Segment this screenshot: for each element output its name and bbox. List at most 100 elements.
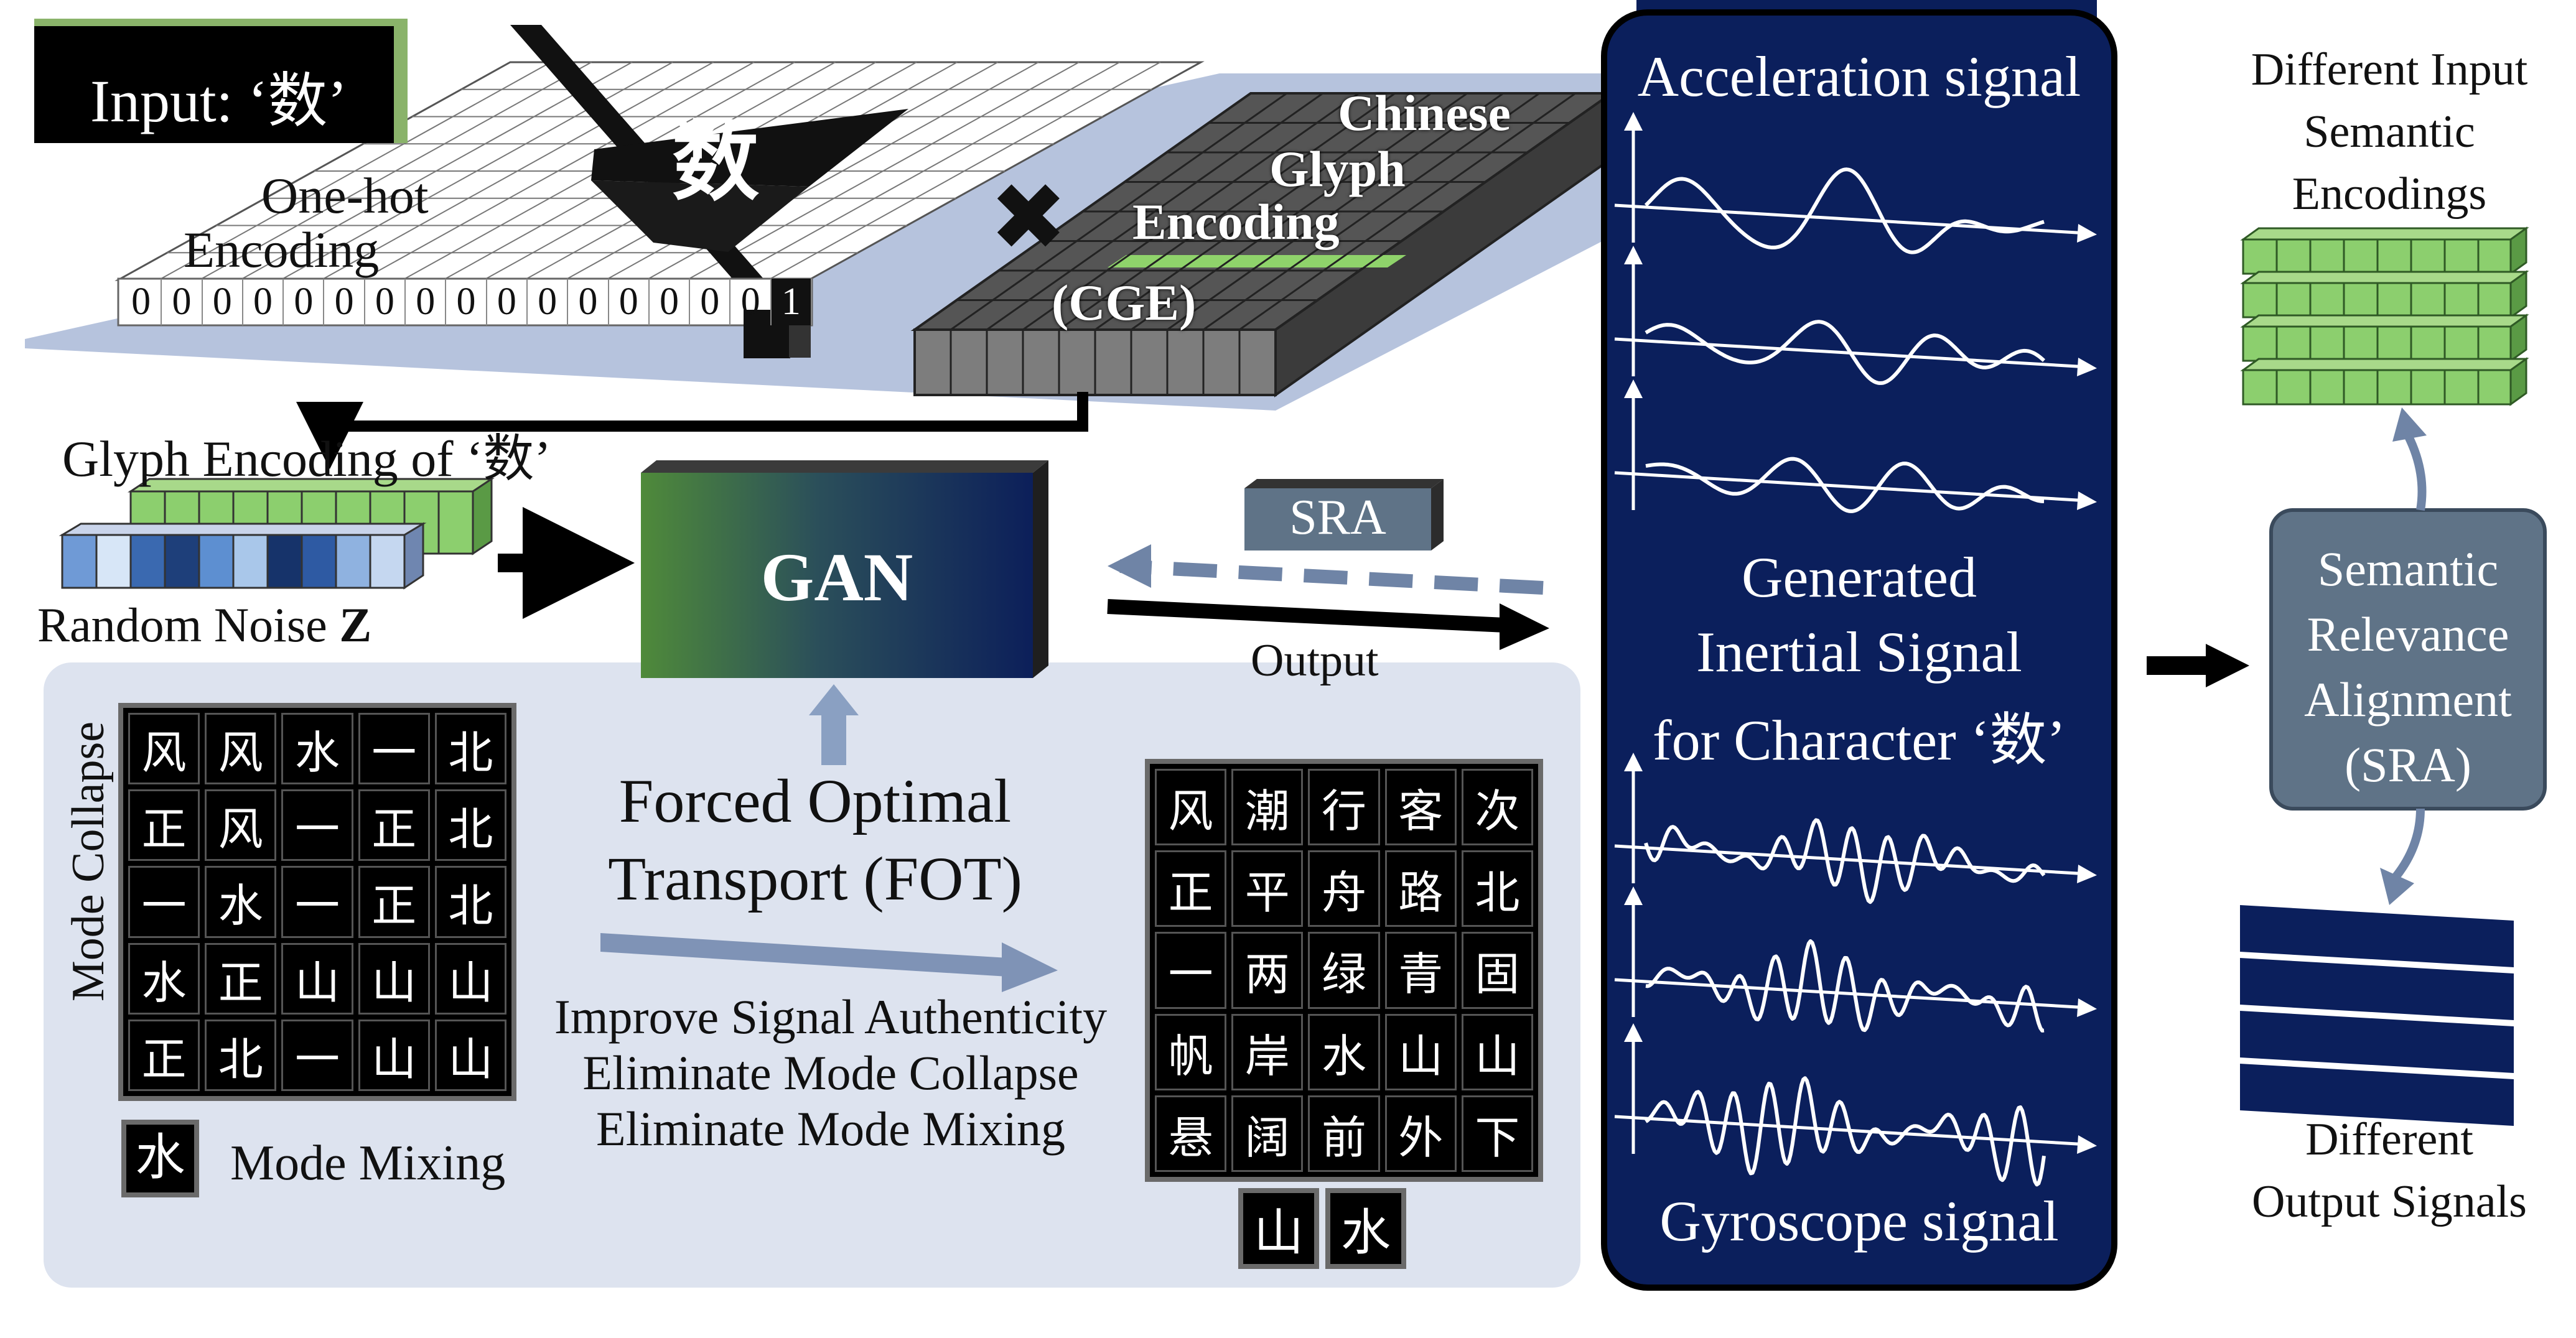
onehot-digit: 0 <box>324 279 365 325</box>
input-sem-line1: Different Input <box>2251 44 2528 95</box>
signal-wave <box>1645 320 2046 385</box>
mode-collapse-cell: 水 <box>281 713 353 785</box>
onehot-matrix-char: 数 <box>672 112 760 213</box>
mode-collapse-cell: 风 <box>205 789 277 862</box>
output-grid-cell: 路 <box>1384 850 1457 927</box>
input-sem-line2: Semantic <box>2303 106 2475 157</box>
output-signal-stack <box>2240 905 2514 1126</box>
output-grid-cell: 阔 <box>1231 1095 1304 1172</box>
cge-label-line3: Encoding <box>1132 193 1340 250</box>
mode-collapse-cell: 正 <box>128 1019 200 1091</box>
output-grid-cell: 固 <box>1461 932 1533 1009</box>
onehot-digit-row <box>117 277 813 327</box>
gan-output-arrow <box>1107 599 1506 633</box>
output-grid-cell: 前 <box>1308 1095 1380 1172</box>
sra-to-input-arrow <box>2404 433 2427 511</box>
fot-benefit-1: Improve Signal Authenticity <box>554 990 1108 1044</box>
mode-collapse-cell: 水 <box>128 942 200 1015</box>
output-extra-cell: 山 <box>1238 1188 1319 1269</box>
sra-line2: Relevance <box>2307 607 2509 661</box>
sra-to-output-arrow <box>2392 808 2425 880</box>
out-line2: Output Signals <box>2252 1176 2527 1227</box>
output-grid-cell: 帆 <box>1155 1013 1227 1090</box>
acc-title: Acceleration signal <box>1637 45 2081 108</box>
output-grid-cell: 两 <box>1231 932 1304 1009</box>
mode-collapse-cell: 山 <box>358 942 430 1015</box>
cge-label-line2: Glyph <box>1269 141 1406 197</box>
mode-collapse-grid: 风风水一北正风一正北一水一正北水正山山山正北一山山 <box>118 703 516 1101</box>
glyph-encoding-label: Glyph Encoding of ‘数’ <box>62 430 551 487</box>
output-grid-cell: 外 <box>1384 1095 1457 1172</box>
sra-feedback-arrow <box>1119 559 1544 595</box>
mode-collapse-cell: 山 <box>281 942 353 1015</box>
output-extra-glyphs: 山水 <box>1238 1188 1425 1269</box>
output-grid-cell: 岸 <box>1231 1013 1304 1090</box>
fot-title-line1: Forced Optimal <box>618 766 1012 835</box>
sra-small-label: SRA <box>1289 490 1386 545</box>
onehot-digit: 1 <box>771 279 813 325</box>
sra-line4: (SRA) <box>2345 738 2471 792</box>
onehot-label-line1: One-hot <box>261 167 429 224</box>
output-glyph-grid: 风潮行客次正平舟路北一两绿青固帆岸水山山悬阔前外下 <box>1145 759 1543 1182</box>
mode-collapse-cell: 北 <box>205 1019 277 1091</box>
input-box: Input: ‘数’ <box>34 19 408 143</box>
output-extra-cell: 水 <box>1325 1188 1406 1269</box>
mode-collapse-cell: 风 <box>205 713 277 785</box>
output-grid-cell: 一 <box>1155 932 1227 1009</box>
mode-collapse-label: Mode Collapse <box>63 721 114 1001</box>
onehot-digit: 0 <box>609 279 650 325</box>
sra-line1: Semantic <box>2317 542 2499 596</box>
mode-collapse-cell: 正 <box>358 866 430 938</box>
output-label: Output <box>1251 635 1379 686</box>
onehot-digit: 0 <box>446 279 487 325</box>
signal-wave <box>1645 1076 2046 1187</box>
onehot-digit: 0 <box>528 279 569 325</box>
gen-line2: Inertial Signal <box>1696 620 2022 684</box>
cge-label-line4: (CGE) <box>1052 274 1197 331</box>
mode-collapse-cell: 正 <box>358 789 430 862</box>
gen-line3: for Character ‘数’ <box>1652 708 2066 772</box>
onehot-char-block <box>591 109 908 187</box>
onehot-digit: 0 <box>568 279 609 325</box>
output-grid-cell: 客 <box>1384 769 1457 846</box>
fot-arrow <box>600 933 1058 992</box>
onehot-digit: 0 <box>730 279 772 325</box>
input-encoding-stack <box>2240 226 2529 406</box>
output-grid-cell: 水 <box>1308 1013 1380 1090</box>
output-grid-cell: 绿 <box>1308 932 1380 1009</box>
random-noise-label: Random Noise Z <box>37 597 371 653</box>
mode-collapse-cell: 北 <box>434 713 506 785</box>
mode-collapse-cell: 一 <box>281 866 353 938</box>
fot-benefit-2: Eliminate Mode Collapse <box>582 1046 1079 1100</box>
mode-collapse-cell: 山 <box>434 1019 506 1091</box>
output-grid-cell: 青 <box>1384 932 1457 1009</box>
cge-to-glyph-arrow <box>296 392 1088 469</box>
output-grid-cell: 下 <box>1461 1095 1533 1172</box>
output-grid-cell: 北 <box>1461 850 1533 927</box>
output-grid-cell: 悬 <box>1155 1095 1227 1172</box>
mode-collapse-cell: 山 <box>358 1019 430 1091</box>
onehot-digit: 0 <box>162 279 203 325</box>
output-grid-cell: 山 <box>1461 1013 1533 1090</box>
mode-collapse-cell: 北 <box>434 866 506 938</box>
gen-line1: Generated <box>1742 546 1977 609</box>
fot-benefit-3: Eliminate Mode Mixing <box>596 1102 1065 1156</box>
random-noise-symbol: Z <box>339 598 372 652</box>
mode-collapse-cell: 正 <box>128 789 200 862</box>
mode-collapse-cell: 一 <box>281 789 353 862</box>
gyro-title: Gyroscope signal <box>1659 1189 2059 1253</box>
sra-big-box <box>2269 508 2547 811</box>
onehot-digit: 0 <box>203 279 243 325</box>
output-grid-cell: 风 <box>1155 769 1227 846</box>
onehot-digit: 0 <box>243 279 284 325</box>
output-grid-cell: 正 <box>1155 850 1227 927</box>
out-line1: Different <box>2305 1114 2473 1165</box>
sra-line3: Alignment <box>2304 672 2512 727</box>
mode-collapse-cell: 一 <box>358 713 430 785</box>
onehot-digit: 0 <box>365 279 406 325</box>
output-grid-cell: 潮 <box>1231 769 1304 846</box>
multiply-icon: ✖ <box>989 164 1068 272</box>
gan-label: GAN <box>760 539 913 615</box>
mode-collapse-cell: 一 <box>281 1019 353 1091</box>
